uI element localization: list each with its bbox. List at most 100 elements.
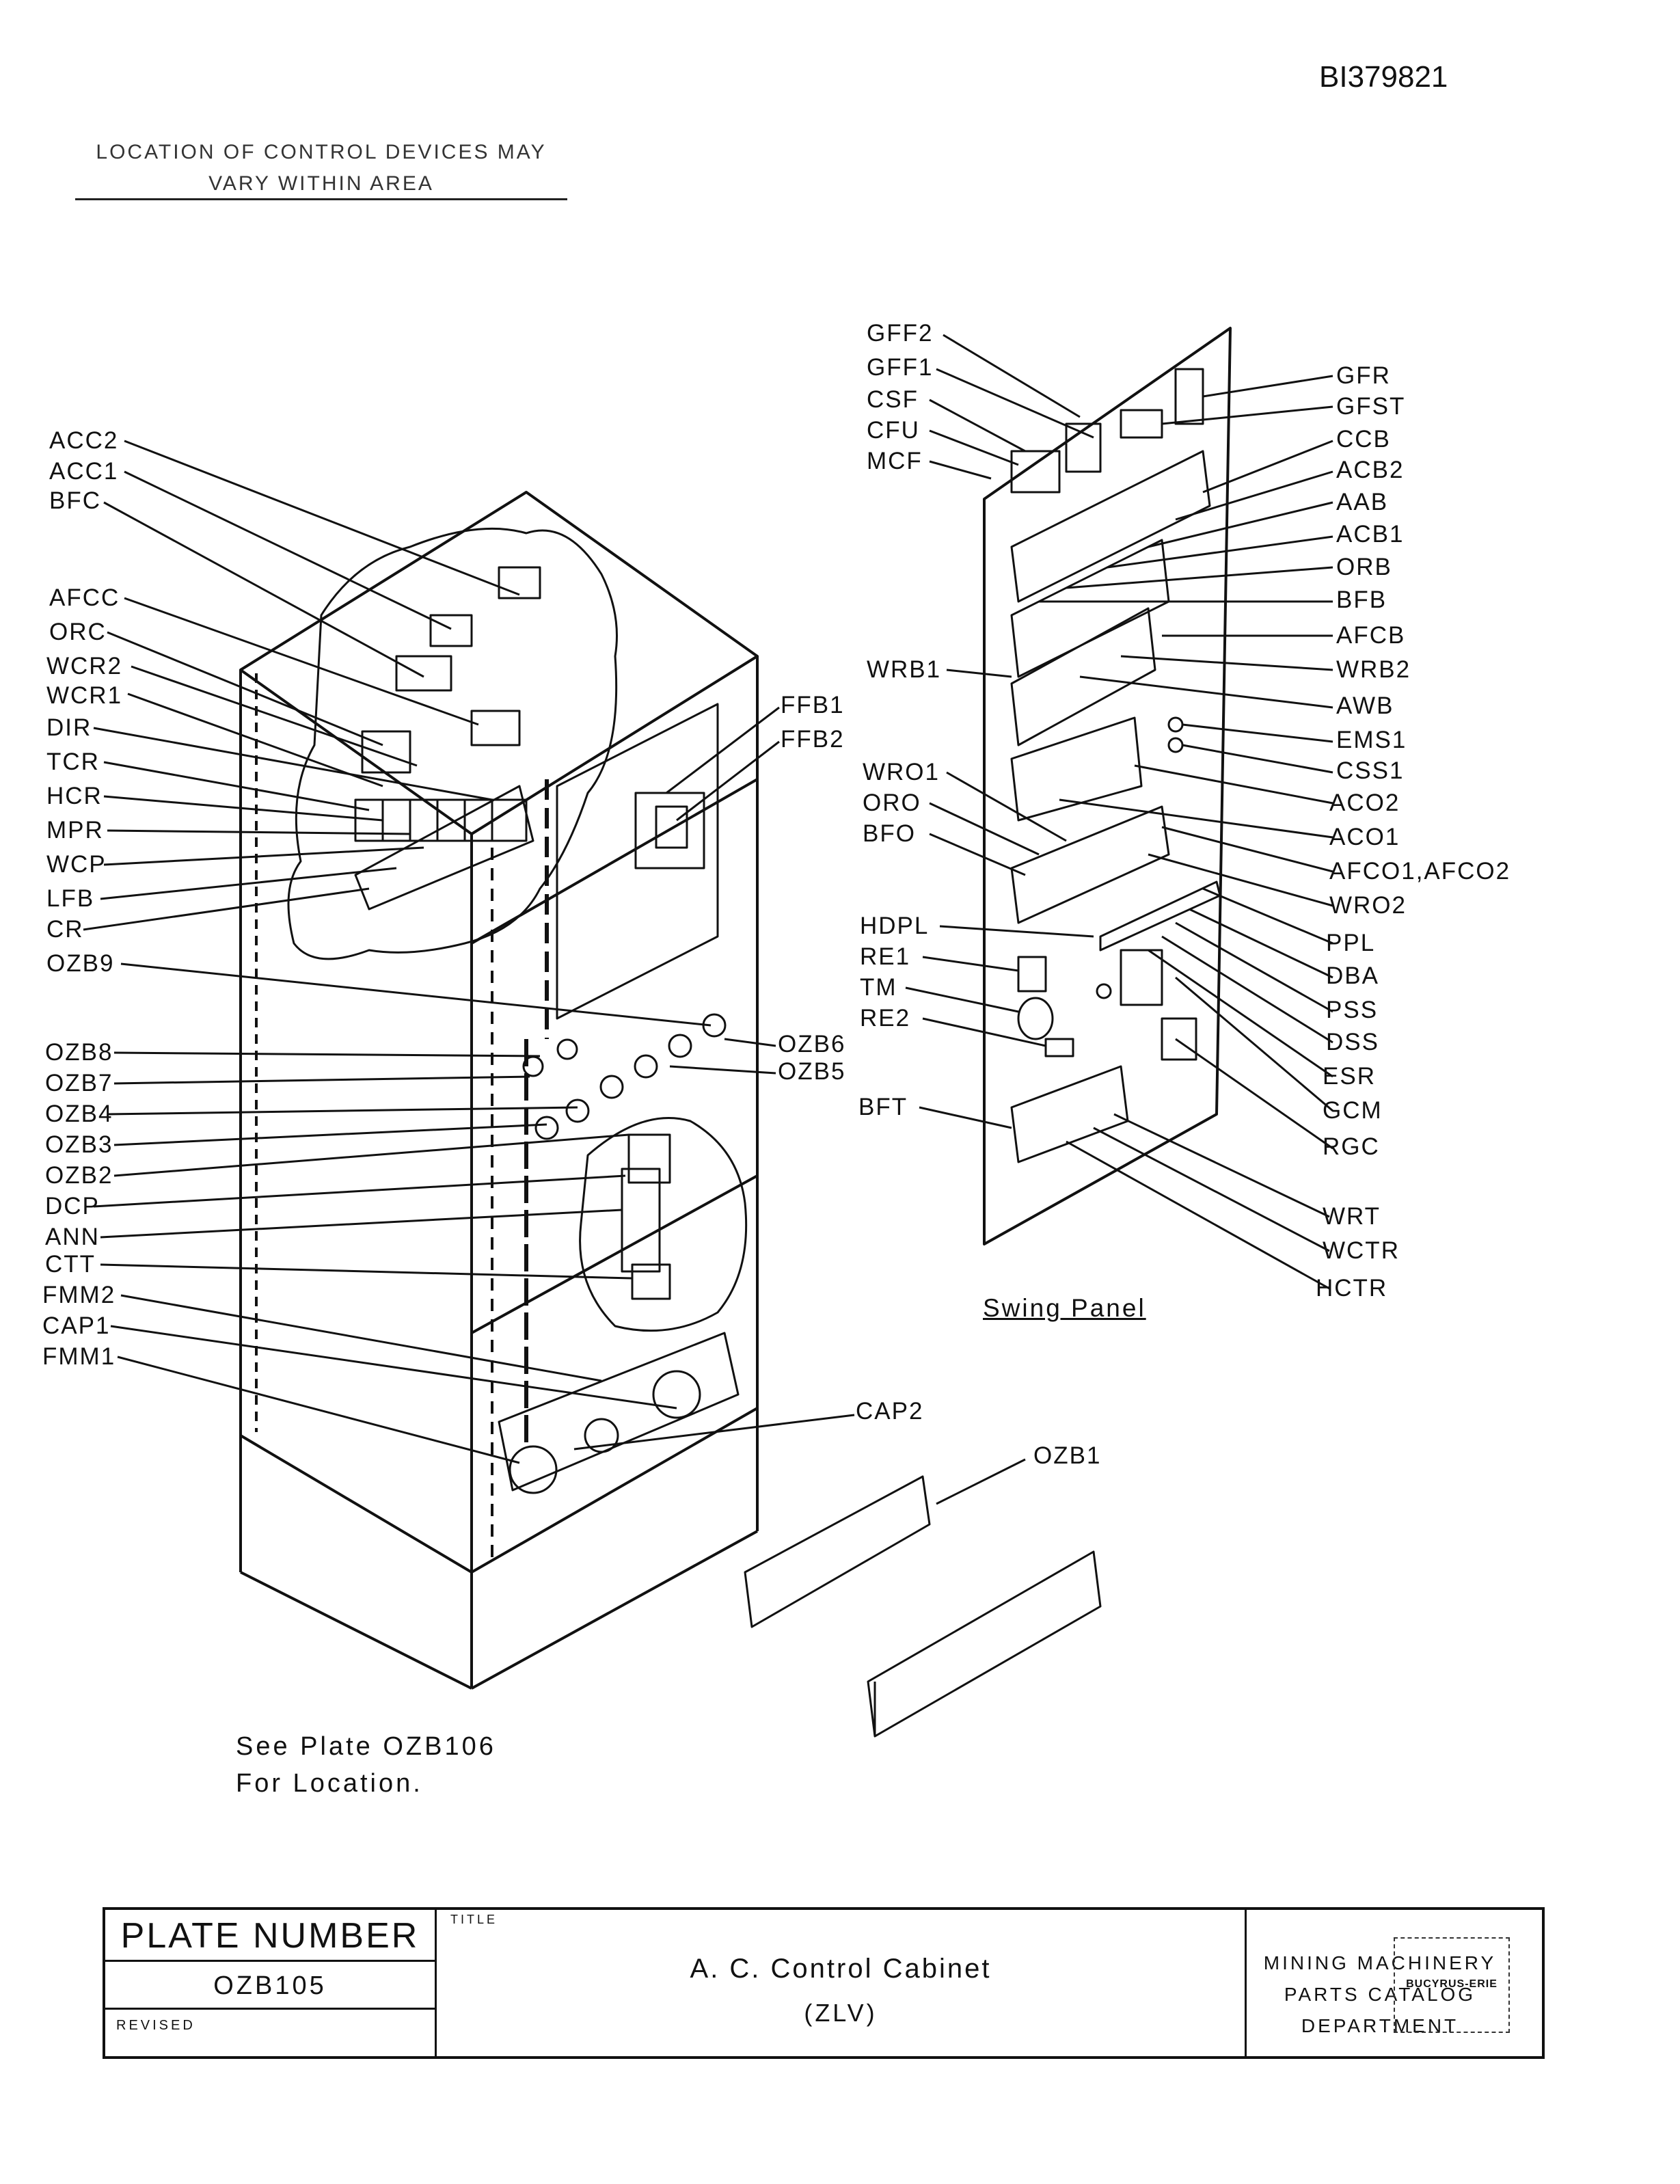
label-re2: RE2 xyxy=(860,1005,911,1032)
title-line1: A. C. Control Cabinet xyxy=(690,1954,992,1984)
label-aab: AAB xyxy=(1336,489,1389,515)
label-oro: ORO xyxy=(863,790,921,816)
label-wrb2: WRB2 xyxy=(1336,656,1411,683)
label-dba: DBA xyxy=(1326,962,1379,989)
label-wcr2: WCR2 xyxy=(46,653,123,679)
label-wrt: WRT xyxy=(1323,1203,1381,1230)
label-esr: ESR xyxy=(1323,1063,1376,1090)
label-afcb: AFCB xyxy=(1336,622,1406,649)
swing-panel-caption: Swing Panel xyxy=(983,1294,1146,1322)
label-gcm: GCM xyxy=(1323,1097,1383,1124)
label-bfb: BFB xyxy=(1336,587,1387,613)
label-afco1-afco2: AFCO1,AFCO2 xyxy=(1329,858,1511,885)
label-ozb8: OZB8 xyxy=(45,1039,113,1066)
dept-line1: MINING MACHINERY xyxy=(1263,1952,1497,1973)
title-cell: TITLE A. C. Control Cabinet (ZLV) xyxy=(437,1910,1247,2056)
title-line2: (ZLV) xyxy=(804,1999,878,2027)
label-ccb: CCB xyxy=(1336,426,1391,453)
label-css1: CSS1 xyxy=(1336,757,1405,784)
label-mpr: MPR xyxy=(46,817,104,844)
label-ctt: CTT xyxy=(45,1251,96,1278)
label-wctr: WCTR xyxy=(1323,1237,1400,1264)
see-plate-line1: See Plate OZB106 xyxy=(236,1732,496,1761)
label-fmm1: FMM1 xyxy=(42,1343,116,1370)
grille-panels xyxy=(744,1475,1102,1738)
upper-components xyxy=(354,566,541,911)
location-note: LOCATION OF CONTROL DEVICES MAY VARY WIT… xyxy=(68,137,574,200)
label-ffb1: FFB1 xyxy=(781,692,845,718)
label-cr: CR xyxy=(46,916,84,943)
label-gfst: GFST xyxy=(1336,393,1406,420)
revised-label: REVISED xyxy=(105,2010,437,2056)
label-orb: ORB xyxy=(1336,554,1392,580)
label-ozb9: OZB9 xyxy=(46,950,115,977)
label-ozb1: OZB1 xyxy=(1033,1442,1102,1469)
label-dir: DIR xyxy=(46,714,92,741)
label-bfo: BFO xyxy=(863,820,916,847)
see-plate-note: See Plate OZB106 For Location. xyxy=(236,1728,496,1802)
door-frame xyxy=(556,703,719,1020)
location-note-line2: VARY WITHIN AREA xyxy=(208,172,434,195)
logo-text: BUCYRUS-ERIE xyxy=(1406,1978,1498,1990)
department-cell: MINING MACHINERY PARTS CATALOG DEPARTMEN… xyxy=(1247,1910,1542,2056)
label-ozb7: OZB7 xyxy=(45,1070,113,1096)
label-ozb4: OZB4 xyxy=(45,1101,113,1127)
label-dcp: DCP xyxy=(45,1193,100,1219)
leader-lines xyxy=(83,334,1333,1505)
title-tag: TITLE xyxy=(450,1913,498,1926)
label-afcc: AFCC xyxy=(49,584,120,611)
label-ann: ANN xyxy=(45,1224,100,1250)
label-cfu: CFU xyxy=(867,417,920,444)
label-csf: CSF xyxy=(867,386,919,413)
label-gff2: GFF2 xyxy=(867,320,934,347)
label-aco2: ACO2 xyxy=(1329,790,1400,816)
title-block: PLATE NUMBER OZB105 REVISED TITLE A. C. … xyxy=(103,1907,1545,2059)
plate-number-header: PLATE NUMBER xyxy=(105,1910,437,1962)
label-hdpl: HDPL xyxy=(860,913,930,939)
see-plate-line2: For Location. xyxy=(236,1769,423,1798)
note-underline xyxy=(75,198,567,200)
label-fmm2: FMM2 xyxy=(42,1282,116,1308)
swing-panel xyxy=(983,327,1232,1245)
label-mcf: MCF xyxy=(867,448,923,474)
label-ems1: EMS1 xyxy=(1336,727,1407,753)
label-tm: TM xyxy=(860,974,897,1001)
label-ozb6: OZB6 xyxy=(778,1031,846,1057)
label-wro1: WRO1 xyxy=(863,759,940,785)
bucyrus-erie-logo: BUCYRUS-ERIE xyxy=(1394,1937,1510,2033)
label-wro2: WRO2 xyxy=(1329,892,1407,919)
label-acc1: ACC1 xyxy=(49,458,119,485)
label-aco1: ACO1 xyxy=(1329,824,1400,850)
label-hcr: HCR xyxy=(46,783,103,809)
label-cap1: CAP1 xyxy=(42,1312,111,1339)
label-re1: RE1 xyxy=(860,943,911,970)
label-ffb2: FFB2 xyxy=(781,726,845,753)
dept-line2: PARTS CATALOG xyxy=(1284,1984,1476,2005)
label-wcr1: WCR1 xyxy=(46,682,123,709)
label-awb: AWB xyxy=(1336,692,1394,719)
label-gfr: GFR xyxy=(1336,362,1391,389)
label-wcp: WCP xyxy=(46,851,107,878)
label-wrb1: WRB1 xyxy=(867,656,942,683)
label-cap2: CAP2 xyxy=(856,1398,924,1425)
label-orc: ORC xyxy=(49,619,107,645)
cabinet-body xyxy=(239,491,759,1690)
label-ozb2: OZB2 xyxy=(45,1162,113,1189)
knobs xyxy=(522,1013,727,1140)
location-note-line1: LOCATION OF CONTROL DEVICES MAY xyxy=(96,141,547,163)
label-lfb: LFB xyxy=(46,885,95,912)
label-ppl: PPL xyxy=(1326,930,1376,956)
label-acb2: ACB2 xyxy=(1336,457,1405,483)
plate-number-value: OZB105 xyxy=(105,1962,437,2010)
document-id: BI379821 xyxy=(1319,60,1448,94)
label-hctr: HCTR xyxy=(1316,1275,1388,1302)
label-ozb3: OZB3 xyxy=(45,1131,113,1158)
label-ozb5: OZB5 xyxy=(778,1058,846,1085)
label-tcr: TCR xyxy=(46,749,100,775)
label-bft: BFT xyxy=(858,1094,908,1120)
label-acb1: ACB1 xyxy=(1336,521,1405,548)
label-gff1: GFF1 xyxy=(867,354,934,381)
label-bfc: BFC xyxy=(49,487,101,514)
label-rgc: RGC xyxy=(1323,1133,1380,1160)
